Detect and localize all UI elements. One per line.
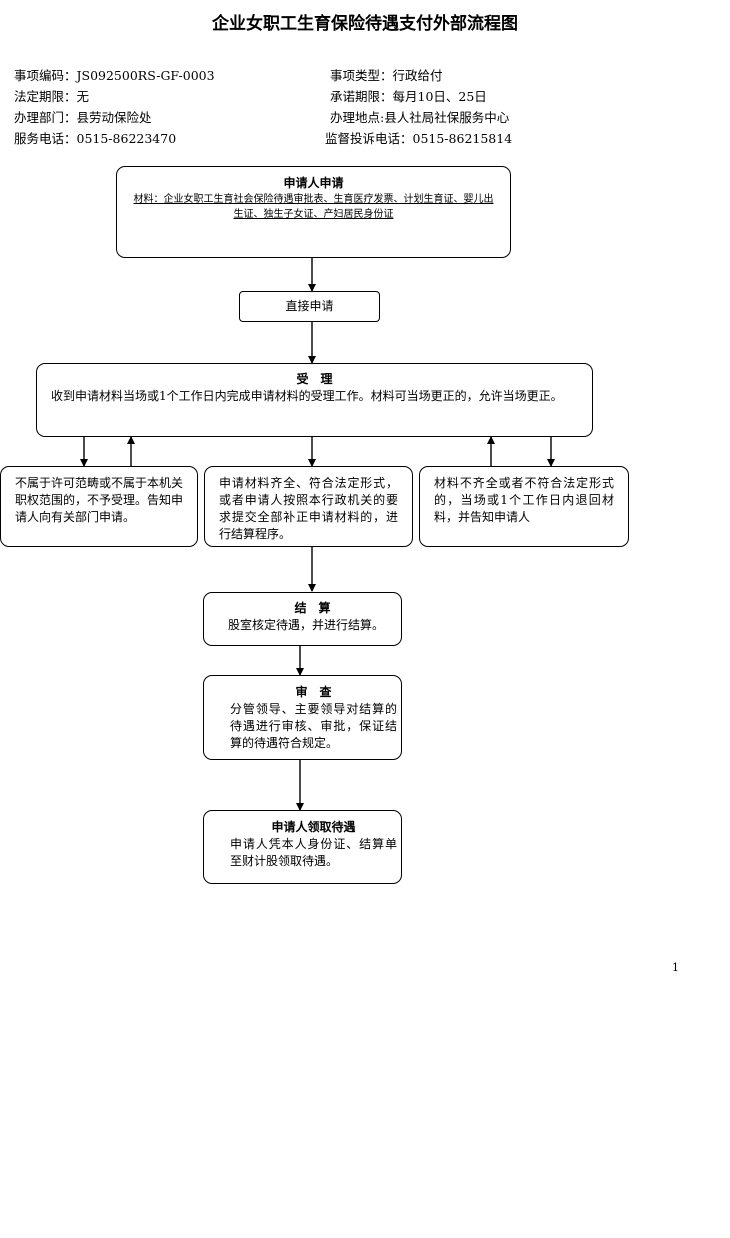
- direct-apply-label: 直接申请: [285, 299, 334, 313]
- accept-box: 受 理 收到申请材料当场或1个工作日内完成申请材料的受理工作。材料可当场更正的，…: [36, 363, 593, 437]
- item-code: 事项编码：JS092500RS-GF-0003: [14, 68, 215, 83]
- review-box: 审 查 分管领导、主要领导对结算的待遇进行审核、审批，保证结算的待遇符合规定。: [203, 675, 402, 760]
- review-text: 分管领导、主要领导对结算的待遇进行审核、审批，保证结算的待遇符合规定。: [230, 702, 397, 750]
- page-title: 企业女职工生育保险待遇支付外部流程图: [212, 14, 518, 34]
- location: 办理地点:县人社局社保服务中心: [330, 110, 510, 125]
- settle-box: 结 算 股室核定待遇，并进行结算。: [203, 592, 402, 646]
- promised-period: 承诺期限：每月10日、25日: [330, 89, 487, 104]
- reject-box: 不属于许可范畴或不属于本机关职权范围的，不予受理。告知申请人向有关部门申请。: [0, 466, 198, 547]
- apply-box: 申请人申请 材料：企业女职工生育社会保险待遇审批表、生育医疗发票、计划生育证、婴…: [116, 166, 511, 258]
- complaint-phone: 监督投诉电话：0515-86215814: [325, 131, 513, 146]
- complete-box: 申请材料齐全、符合法定形式，或者申请人按照本行政机关的要求提交全部补正申请材料的…: [204, 466, 413, 547]
- apply-materials: 材料：企业女职工生育社会保险待遇审批表、生育医疗发票、计划生育证、婴儿出生证、独…: [133, 194, 494, 220]
- complete-text: 申请材料齐全、符合法定形式，或者申请人按照本行政机关的要求提交全部补正申请材料的…: [219, 476, 398, 541]
- review-title: 审 查: [295, 685, 332, 699]
- incomplete-box: 材料不齐全或者不符合法定形式的，当场或1个工作日内退回材料，并告知申请人: [419, 466, 629, 547]
- reject-text: 不属于许可范畴或不属于本机关职权范围的，不予受理。告知申请人向有关部门申请。: [15, 476, 184, 524]
- item-type: 事项类型：行政给付: [330, 68, 443, 83]
- legal-period: 法定期限：无: [14, 89, 90, 104]
- receive-title: 申请人领取待遇: [271, 820, 356, 834]
- direct-apply-box: 直接申请: [239, 291, 380, 322]
- department: 办理部门：县劳动保险处: [14, 110, 152, 125]
- incomplete-text: 材料不齐全或者不符合法定形式的，当场或1个工作日内退回材料，并告知申请人: [434, 476, 614, 524]
- receive-text: 申请人凭本人身份证、结算单至财计股领取待遇。: [230, 837, 397, 868]
- accept-text: 收到申请材料当场或1个工作日内完成申请材料的受理工作。材料可当场更正的，允许当场…: [51, 389, 563, 403]
- apply-title: 申请人申请: [283, 176, 344, 190]
- accept-title: 受 理: [296, 372, 333, 386]
- page-number: 1: [672, 961, 679, 974]
- settle-title: 结 算: [294, 601, 331, 615]
- service-phone: 服务电话：0515-86223470: [14, 131, 177, 146]
- receive-box: 申请人领取待遇 申请人凭本人身份证、结算单至财计股领取待遇。: [203, 810, 402, 884]
- settle-text: 股室核定待遇，并进行结算。: [228, 618, 385, 632]
